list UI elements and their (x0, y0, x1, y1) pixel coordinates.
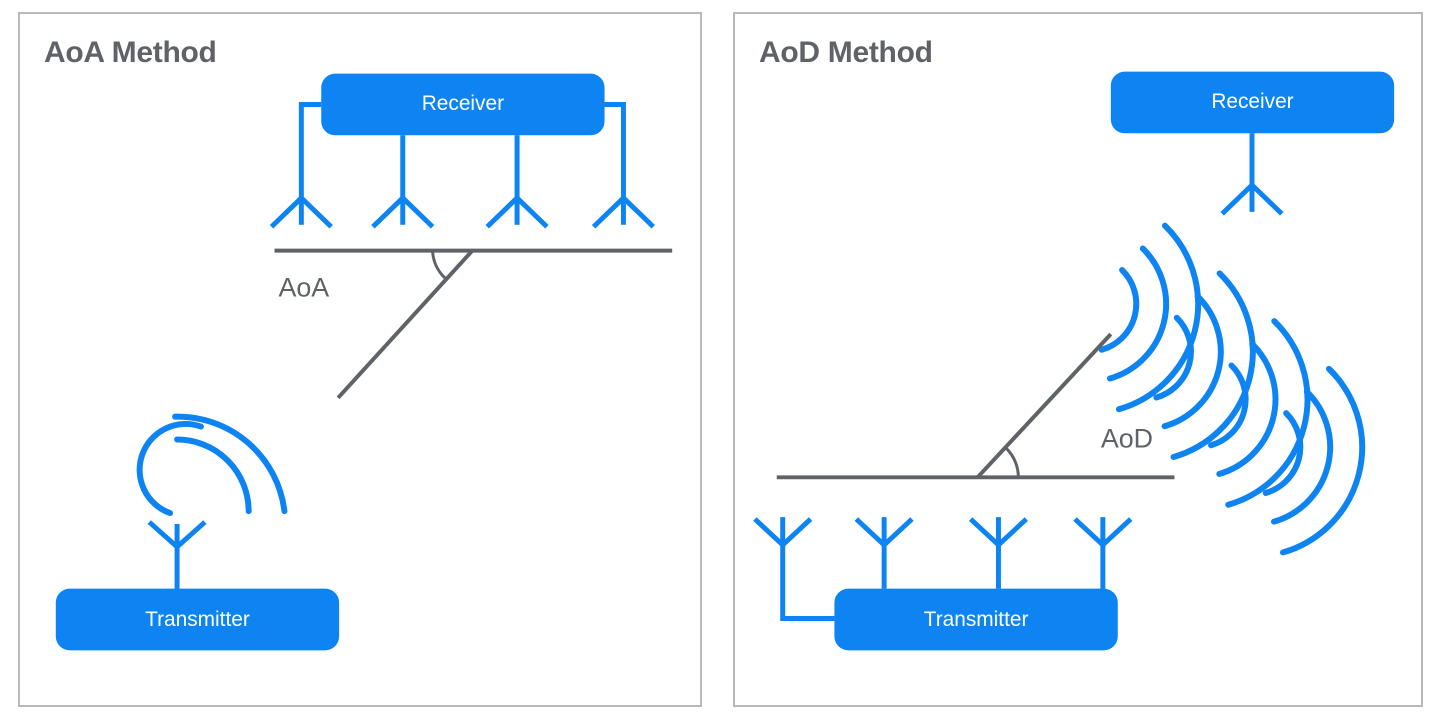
aod-antenna-arm-right-3 (996, 517, 1028, 547)
aod-wave-group-3 (1208, 318, 1311, 508)
aod-wave-group-1 (1098, 222, 1202, 413)
aoa-wave-arc-3 (172, 413, 288, 515)
panel-aoa-method: AoA Method Receiver (18, 12, 702, 707)
aod-antenna-arm-right-1 (781, 517, 813, 547)
aod-wave-group-4 (1262, 365, 1366, 556)
aoa-receiver-antenna-array (269, 101, 656, 229)
aoa-incoming-ray (336, 249, 474, 400)
aoa-receiver-label: Receiver (422, 92, 504, 115)
aoa-wave-arc-2 (174, 436, 252, 515)
aoa-wave-arc-1 (136, 420, 204, 517)
aoa-antenna-connector-4 (604, 101, 626, 198)
aoa-tx-antenna-arm-right (175, 520, 207, 549)
aod-wave-arc-3-3 (1225, 318, 1311, 508)
aoa-antenna-connector-1 (298, 101, 322, 198)
aod-wave-arc-4-3 (1279, 365, 1366, 556)
aod-antenna-arm-left-1 (753, 517, 785, 547)
aod-wave-arc-2-3 (1170, 270, 1256, 460)
panel-title-aod: AoD Method (759, 36, 933, 69)
aod-antenna-arm-left-3 (968, 517, 1001, 547)
aoa-antenna-arm-left-2 (371, 196, 405, 229)
aod-outgoing-ray (976, 332, 1113, 479)
aoa-transmitter-group: Transmitter (55, 588, 340, 651)
aoa-antenna-arm-left-4 (591, 196, 626, 229)
aod-wave-arc-2-2 (1161, 293, 1224, 430)
aoa-antenna-arm-right-1 (299, 196, 333, 229)
aod-angle-label: AoD (1101, 423, 1153, 453)
aoa-transmitter-box[interactable] (55, 588, 340, 651)
aod-wave-arc-4-1 (1262, 410, 1304, 496)
aoa-receiver-group: Receiver (321, 73, 605, 136)
aod-angle-arc (1004, 446, 1020, 478)
aod-antenna-arm-left-4 (1073, 517, 1105, 547)
aod-transmitter-label: Transmitter (924, 608, 1029, 631)
aod-wave-group-2 (1153, 270, 1256, 460)
aod-antenna-arm-right-4 (1101, 517, 1133, 547)
aod-wave-arc-1-3 (1115, 222, 1202, 413)
aod-wave-arc-1-1 (1098, 267, 1140, 353)
aoa-antenna-arm-right-3 (515, 196, 549, 229)
aoa-transmitter-label: Transmitter (145, 608, 250, 631)
aod-rx-antenna-arm-right (1250, 183, 1284, 216)
panel-title-aoa: AoA Method (44, 36, 217, 69)
aod-wave-arc-3-2 (1216, 340, 1279, 477)
aod-receiver-box[interactable] (1110, 71, 1395, 134)
aoa-angle-label: AoA (278, 272, 329, 302)
aod-wave-arc-2-1 (1153, 314, 1194, 401)
aod-beam-wave-field (1098, 222, 1366, 556)
aoa-antenna-arm-right-4 (621, 196, 656, 229)
aod-antenna-arm-left-2 (854, 517, 886, 547)
aod-antenna-arm-right-2 (882, 517, 914, 547)
aoa-transmitter-antenna (147, 520, 207, 591)
aod-antenna-connector-1 (780, 517, 835, 621)
aod-receiver-group: Receiver (1110, 71, 1395, 134)
aod-wave-arc-3-1 (1208, 362, 1249, 449)
aod-receiver-antenna (1220, 133, 1284, 216)
aod-wave-arc-4-2 (1270, 388, 1334, 525)
aoa-tx-antenna-arm-left (147, 520, 179, 549)
aoa-angle-arc (431, 250, 447, 280)
panel-aod-method: AoD Method Receiver (733, 12, 1423, 707)
aoa-receiver-box[interactable] (321, 73, 605, 136)
aoa-antenna-arm-left-3 (485, 196, 519, 229)
aoa-antenna-arm-right-2 (401, 196, 435, 229)
aod-transmitter-box[interactable] (834, 588, 1118, 651)
aoa-diagram-svg: Receiver (55, 73, 673, 651)
aod-receiver-label: Receiver (1211, 90, 1293, 113)
aod-wave-arc-1-2 (1106, 245, 1170, 382)
aod-transmitter-group: Transmitter (834, 588, 1118, 651)
aoa-antenna-arm-left-1 (269, 196, 304, 229)
aod-rx-antenna-arm-left (1220, 183, 1254, 216)
aoa-transmitter-wave-group (136, 413, 288, 517)
aod-diagram-svg: Receiver (753, 71, 1395, 651)
